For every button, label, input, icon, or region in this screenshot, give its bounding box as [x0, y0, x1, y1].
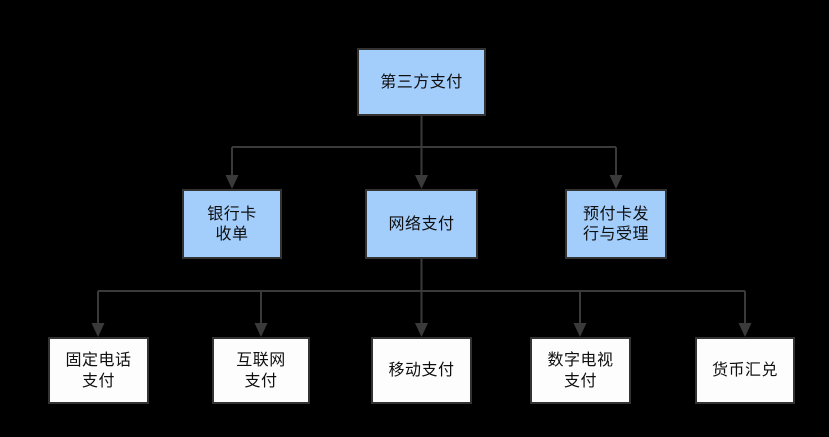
node-network-payment[interactable]: 网络支付	[365, 189, 478, 259]
node-third-party-payment[interactable]: 第三方支付	[357, 48, 486, 116]
arrowhead-internet	[254, 323, 268, 337]
node-fixed-phone-payment[interactable]: 固定电话 支付	[48, 337, 149, 404]
node-internet-payment[interactable]: 互联网 支付	[212, 337, 310, 404]
arrowhead-network-payment	[415, 175, 428, 189]
arrowhead-currency-exchange	[738, 323, 752, 337]
arrowhead-digital-tv	[573, 323, 587, 337]
arrowhead-prepaid-card	[609, 175, 623, 189]
node-digital-tv-payment[interactable]: 数字电视 支付	[530, 337, 631, 404]
node-bank-card-acquiring[interactable]: 银行卡 收单	[182, 189, 282, 259]
node-mobile-payment[interactable]: 移动支付	[371, 337, 472, 404]
node-currency-exchange[interactable]: 货币汇兑	[695, 337, 795, 404]
arrowhead-mobile	[415, 323, 428, 337]
node-prepaid-card-issuance[interactable]: 预付卡发 行与受理	[565, 189, 667, 259]
arrowhead-bank-card	[225, 175, 239, 189]
arrowhead-fixed-phone	[91, 323, 105, 337]
